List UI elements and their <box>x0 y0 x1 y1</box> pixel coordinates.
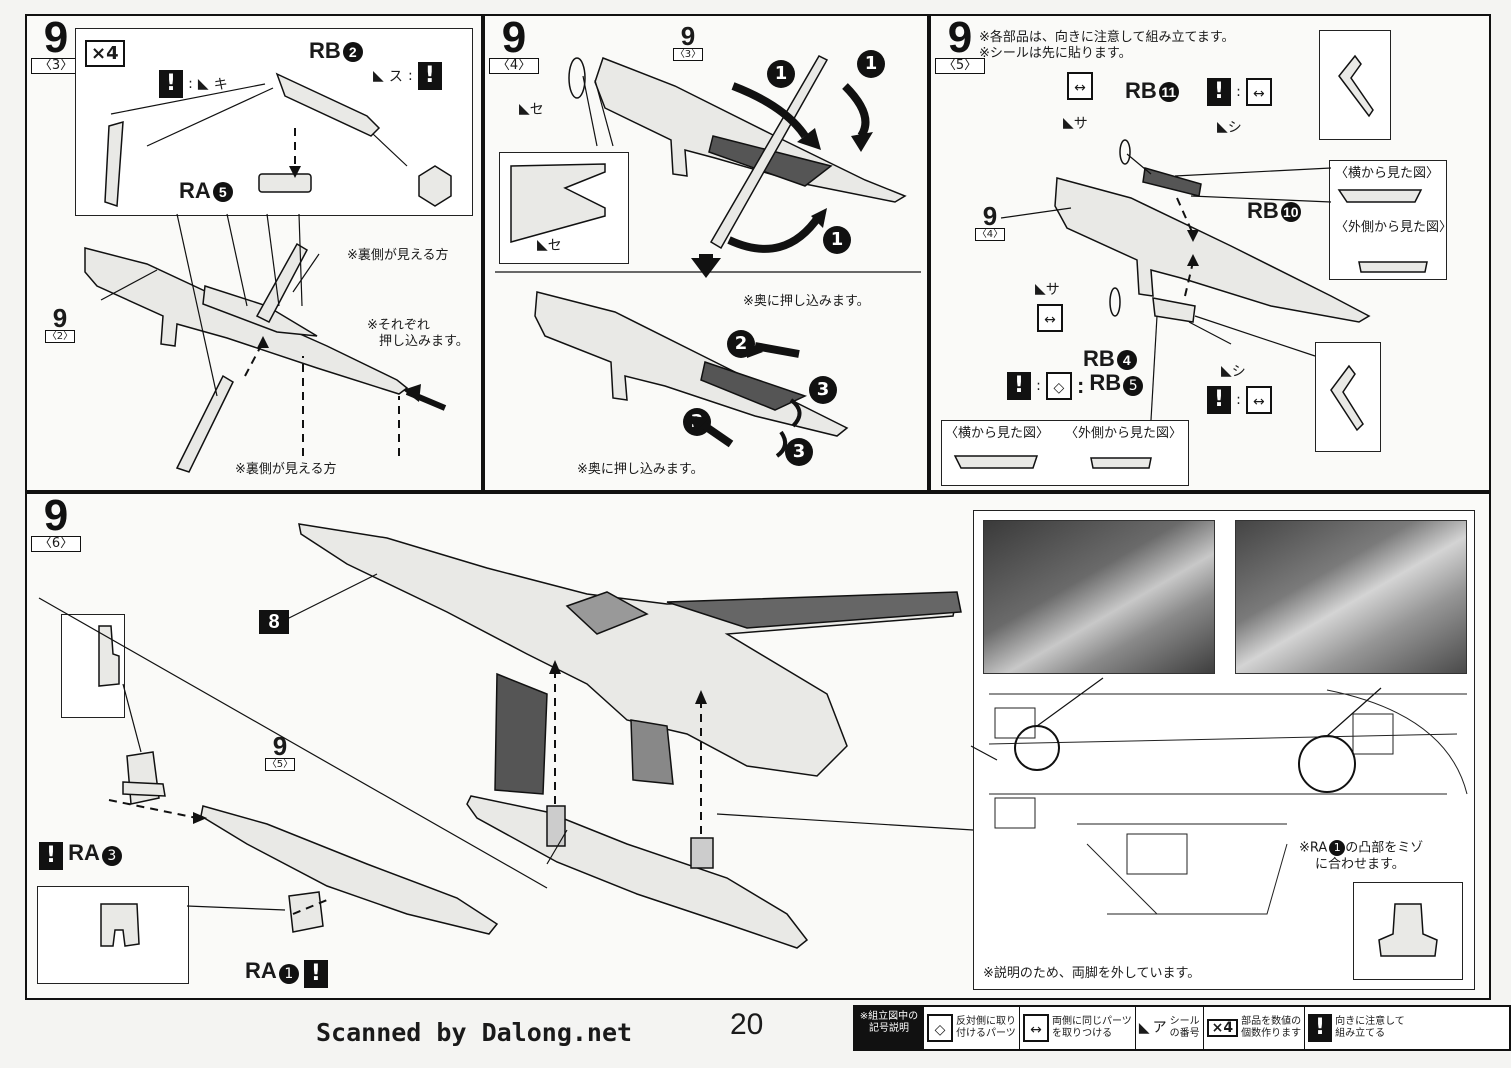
panel-step-9-4: 9〈4〉 9〈3〉 ◣セ ◣セ ※奥に押し込みます。 ※奥に押し込みます。 1 … <box>483 14 929 492</box>
orientation-warning-icon: ! <box>39 841 63 870</box>
seal-sa-bottom: ◣サ <box>1035 280 1060 298</box>
seal-icon: ◣ <box>197 76 209 92</box>
seal-icon: ◣ <box>537 236 548 253</box>
label-outer-view-bottom: 〈外側から見た図〉 <box>1065 426 1183 441</box>
label-side-view-bottom: 〈横から見た図〉 <box>945 426 1050 441</box>
seal-icon: ◣ <box>519 100 530 117</box>
reference-step-9-2: 9〈2〉 <box>45 303 75 343</box>
reference-step-9-4: 9〈4〉 <box>975 201 1005 241</box>
opposite-side-icon: ◇ <box>927 1014 953 1042</box>
step-number: 9〈4〉 <box>489 16 539 74</box>
photo-closeup-right <box>1235 520 1467 674</box>
note-push-back-bottom: ※奥に押し込みます。 <box>577 462 704 477</box>
multiplier-badge: ×4 <box>85 40 125 67</box>
legend-orientation: ! 向きに注意して組み立てる <box>1304 1007 1408 1049</box>
orientation-warning-icon: ! <box>1207 386 1231 414</box>
note-back-visible-top: ※裏側が見える方 <box>347 248 449 263</box>
legend-opposite: ◇ 反対側に取り付けるパーツ <box>923 1007 1019 1049</box>
page-number: 20 <box>730 1008 764 1041</box>
seal-sa-top: ◣サ <box>1063 114 1088 132</box>
seal-icon: ◣ <box>1217 118 1228 135</box>
step-number-3b: 3 <box>785 438 813 466</box>
both-sides-icon: ↔ <box>1245 78 1272 106</box>
panel-4-drawing <box>495 55 921 458</box>
orientation-warning-icon: ! <box>1207 78 1231 106</box>
label-side-view: 〈横から見た図〉 <box>1335 166 1440 181</box>
orientation-warning-icon: ! <box>417 62 442 90</box>
step-number-1c: 1 <box>823 226 851 254</box>
panel-3-drawing <box>84 72 452 473</box>
orientation-warning-icon: ! <box>1007 371 1031 400</box>
reference-step-8: 8 <box>259 610 289 634</box>
step-number-1a: 1 <box>767 60 795 88</box>
legend-header: ※組立図中の記号説明 <box>855 1007 923 1049</box>
note-legs-removed: ※説明のため、両脚を外しています。 <box>983 966 1201 981</box>
seal-icon: ◣ <box>373 68 384 84</box>
warning-both-sides-bottom: ! : ↔ <box>1207 386 1272 414</box>
legend-both-sides: ↔ 両側に同じパーツを取りつける <box>1019 1007 1135 1049</box>
boomerang-detail-bottom <box>1315 342 1381 452</box>
view-detail-inset-bottom <box>941 420 1189 486</box>
seal-se-inset: ◣セ <box>537 236 562 254</box>
step-number: 9〈6〉 <box>31 494 81 552</box>
note-orientation: ※各部品は、向きに注意して組み立てます。 <box>979 30 1235 45</box>
both-sides-icon: ↔ <box>1037 304 1063 332</box>
scan-credit: Scanned by Dalong.net <box>316 1018 633 1047</box>
view-detail-inset <box>1329 160 1447 280</box>
seal-icon: ◣ <box>1035 280 1046 297</box>
panel-6-drawing <box>38 523 1468 957</box>
step-number-1b: 1 <box>857 50 885 78</box>
warning-seal-su: ◣ ス : ! <box>373 62 442 90</box>
reference-step-9-3: 9〈3〉 <box>673 21 703 61</box>
opposite-side-icon: ◇ <box>1045 371 1072 400</box>
panel-step-9-5: 9〈5〉 ※各部品は、向きに注意して組み立てます。 ※シールは先に貼ります。 ↔… <box>929 14 1491 492</box>
seal-icon: ◣ <box>1063 114 1074 131</box>
seal-shi-bottom: ◣シ <box>1221 362 1246 380</box>
legend-count: ×4 部品を数値の個数作ります <box>1202 1007 1304 1049</box>
orientation-warning-icon: ! <box>303 959 328 988</box>
seal-icon: ◣ <box>1138 1020 1150 1036</box>
note-seal-first: ※シールは先に貼ります。 <box>979 46 1132 61</box>
orientation-warning-icon: ! <box>1308 1014 1333 1042</box>
panel-5-drawing <box>953 54 1428 469</box>
step-number: 9〈5〉 <box>935 16 985 74</box>
orientation-warning-icon: ! <box>159 70 183 98</box>
warning-both-sides-top: ! : ↔ <box>1207 78 1272 106</box>
symbol-legend: ※組立図中の記号説明 ◇ 反対側に取り付けるパーツ ↔ 両側に同じパーツを取りつ… <box>853 1005 1511 1051</box>
seal-shi-top: ◣シ <box>1217 118 1242 136</box>
both-sides-icon: ↔ <box>1067 72 1093 100</box>
seal-icon: ◣ <box>1221 362 1232 379</box>
reference-step-9-5: 9〈5〉 <box>265 731 295 771</box>
note-back-visible-bottom: ※裏側が見える方 <box>235 462 337 477</box>
label-outer-view: 〈外側から見た図〉 <box>1335 220 1453 235</box>
warning-seal-ki: ! : ◣ キ <box>159 70 228 98</box>
both-sides-icon: ↔ <box>1245 386 1272 414</box>
seal-se-top: ◣セ <box>519 100 544 118</box>
step-number-3a: 3 <box>809 376 837 404</box>
both-sides-icon: ↔ <box>1023 1014 1049 1042</box>
note-push-each: ※それぞれ押し込みます。 <box>367 318 469 349</box>
note-push-back-top: ※奥に押し込みます。 <box>743 294 870 309</box>
legend-seal: ◣ ア シールの番号 <box>1134 1007 1203 1049</box>
photo-closeup-left <box>983 520 1215 674</box>
